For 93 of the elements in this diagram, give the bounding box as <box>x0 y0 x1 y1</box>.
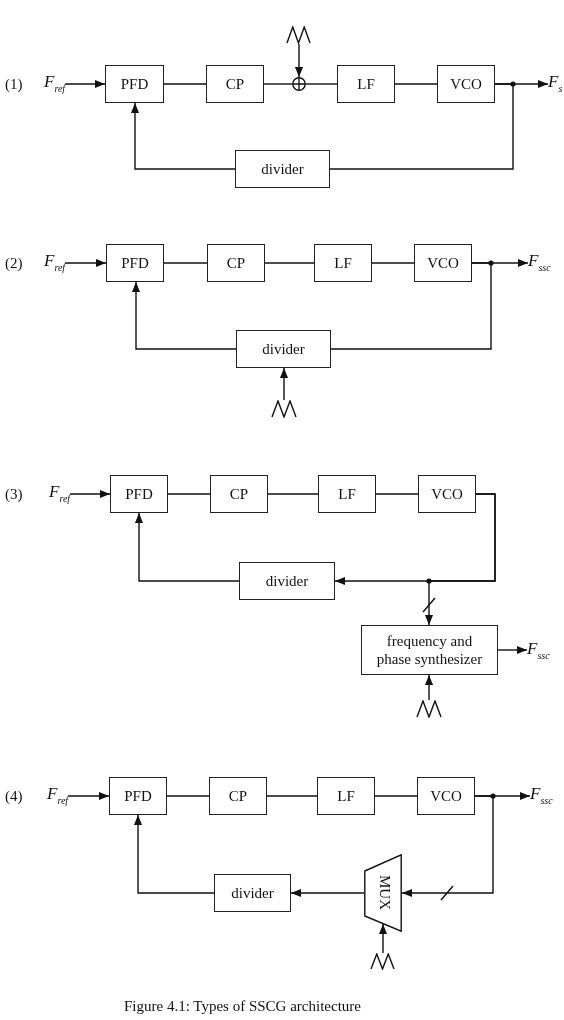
signal-line <box>264 262 315 264</box>
signal-line <box>167 493 211 495</box>
signal-label: F$_{ref}$ <box>44 72 66 92</box>
function-block <box>207 244 265 282</box>
block-label: VCO <box>450 75 482 93</box>
block-label: CP <box>229 485 249 503</box>
arrow <box>134 814 215 894</box>
signal-line <box>330 262 492 350</box>
arrow <box>401 795 494 897</box>
signal-line <box>263 83 293 85</box>
function-block <box>214 874 291 912</box>
block-label: CP <box>228 787 248 805</box>
signal-label: F$_{ref}$ <box>47 784 69 804</box>
block-label: frequency and phase synthesizer <box>375 632 484 668</box>
section-number: (2) <box>5 254 23 272</box>
section-number: (1) <box>5 75 23 93</box>
block-label: PFD <box>124 787 152 805</box>
signal-line <box>266 795 318 797</box>
signal-line <box>267 493 319 495</box>
function-block <box>106 244 164 282</box>
arrow <box>132 281 237 350</box>
arrow <box>69 490 111 498</box>
function-block <box>235 150 330 188</box>
signal-label: F$_{ssc}$ <box>528 251 551 271</box>
signal-line <box>374 795 418 797</box>
function-block <box>418 475 476 513</box>
block-label: divider <box>231 884 274 902</box>
block-label: PFD <box>120 75 149 93</box>
figure-caption: Figure 4.1: Types of SSCG architecture <box>124 997 361 1015</box>
signal-label: F$_{s}$ <box>548 72 563 92</box>
triangle-wave-icon <box>370 953 395 970</box>
summing-junction-icon <box>292 77 306 91</box>
function-block <box>314 244 372 282</box>
function-block <box>337 65 395 103</box>
function-block <box>417 777 475 815</box>
function-block <box>239 562 335 600</box>
function-block <box>437 65 495 103</box>
block-label: PFD <box>125 485 153 503</box>
block-label: LF <box>334 254 352 272</box>
signal-line <box>163 262 208 264</box>
function-block <box>210 475 268 513</box>
signal-line <box>166 795 210 797</box>
block-label: MUX <box>376 875 392 911</box>
triangle-wave-icon <box>271 400 297 418</box>
function-block <box>110 475 168 513</box>
arrow <box>295 43 303 78</box>
arrow <box>425 493 496 626</box>
block-label: VCO <box>431 485 463 503</box>
section-number: (4) <box>5 787 23 805</box>
block-label: LF <box>357 75 375 93</box>
signal-line <box>163 83 207 85</box>
block-label: LF <box>338 485 356 503</box>
signal-line <box>329 83 514 170</box>
arrow <box>64 80 106 88</box>
signal-line <box>371 262 415 264</box>
multiplexer-block <box>364 854 402 932</box>
signal-line <box>375 493 419 495</box>
block-label: divider <box>265 572 309 590</box>
function-block <box>236 330 331 368</box>
arrow <box>497 646 528 654</box>
arrow <box>425 674 433 701</box>
block-label: divider <box>262 340 305 358</box>
arrow <box>64 259 107 267</box>
triangle-wave-icon <box>286 26 311 44</box>
function-block <box>109 777 167 815</box>
signal-label: F$_{ssc}$ <box>530 784 553 804</box>
block-label: VCO <box>430 787 462 805</box>
signal-label: F$_{ref}$ <box>44 251 66 271</box>
arrow <box>135 512 240 582</box>
block-label: PFD <box>121 254 149 272</box>
function-block <box>361 625 498 675</box>
function-block <box>414 244 472 282</box>
signal-label: F$_{ssc}$ <box>527 639 550 659</box>
signal-line <box>394 83 438 85</box>
block-label: VCO <box>427 254 459 272</box>
arrow <box>379 923 387 954</box>
function-block <box>105 65 164 103</box>
block-label: CP <box>226 254 246 272</box>
arrow <box>131 102 236 170</box>
arrow <box>280 367 288 401</box>
function-block <box>318 475 376 513</box>
triangle-wave-icon <box>416 700 442 718</box>
arrow <box>290 889 365 897</box>
section-number: (3) <box>5 485 23 503</box>
signal-line <box>305 83 338 85</box>
function-block <box>317 777 375 815</box>
signal-label: F$_{ref}$ <box>49 482 71 502</box>
block-label: CP <box>225 75 245 93</box>
function-block <box>206 65 264 103</box>
function-block <box>209 777 267 815</box>
block-label: LF <box>337 787 355 805</box>
block-label: divider <box>261 160 304 178</box>
arrow <box>67 792 110 800</box>
